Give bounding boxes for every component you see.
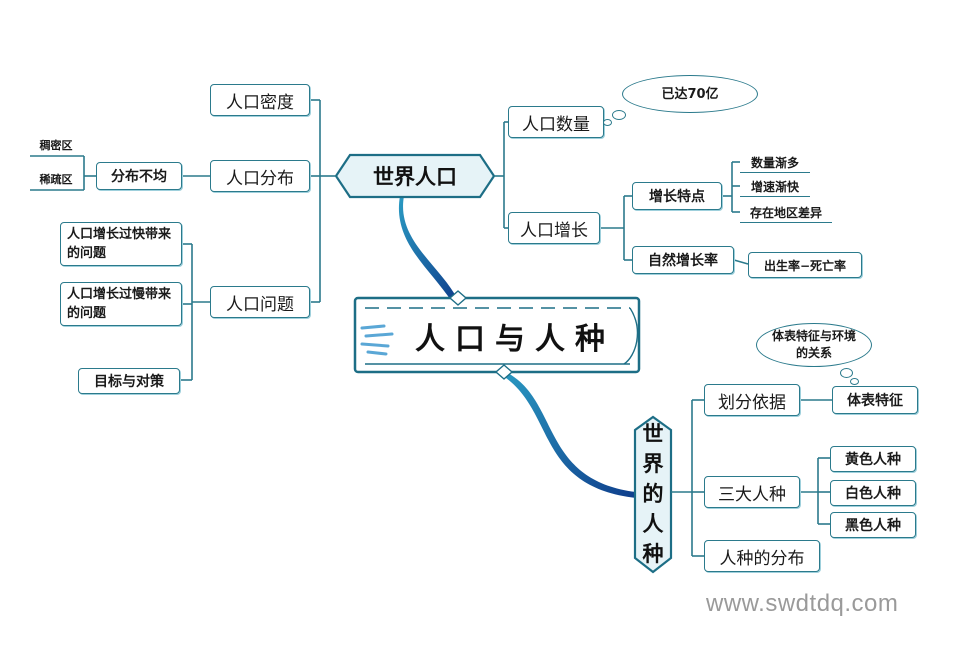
race-white: 白色人种 (830, 480, 916, 506)
node-three-races: 三大人种 (704, 476, 800, 508)
hub-world-races: 世界的人种 (642, 422, 664, 566)
problem-goals-measures: 目标与对策 (78, 368, 180, 394)
node-division-basis: 划分依据 (704, 384, 800, 416)
node-growth-formula: 出生率−死亡率 (748, 252, 862, 278)
node-population-growth: 人口增长 (508, 212, 600, 244)
underline (740, 222, 832, 223)
node-population-distribution: 人口分布 (210, 160, 310, 192)
area-dense: 稠密区 (39, 139, 73, 152)
node-population-density: 人口密度 (210, 84, 310, 116)
area-sparse: 稀疏区 (39, 173, 73, 186)
problem-too-fast: 人口增长过快带来的问题 (60, 222, 182, 266)
underline (740, 196, 810, 197)
race-black: 黑色人种 (830, 512, 916, 538)
hub-world-population: 世界人口 (373, 165, 457, 189)
node-race-distribution: 人种的分布 (704, 540, 820, 572)
note-body-environment: 体表特征与环境的关系 (756, 323, 872, 367)
node-growth-features: 增长特点 (632, 182, 722, 210)
underline (740, 172, 810, 173)
feature-item: 存在地区差异 (749, 205, 822, 220)
bubble-dot (840, 368, 853, 378)
problem-too-slow: 人口增长过慢带来的问题 (60, 282, 182, 326)
ribbon-world-races (500, 372, 636, 498)
node-population-problems: 人口问题 (210, 286, 310, 318)
center-frame (353, 290, 641, 380)
node-population-quantity: 人口数量 (508, 106, 604, 138)
ribbon-world-population (398, 196, 458, 302)
feature-item: 数量渐多 (750, 155, 799, 170)
bubble-dot (603, 119, 612, 126)
node-natural-growth-rate: 自然增长率 (632, 246, 734, 274)
hub-world-races-shape (633, 415, 673, 574)
feature-item: 增速渐快 (750, 179, 799, 194)
node-uneven-distribution: 分布不均 (96, 162, 182, 190)
center-title: 人口与人种 (415, 322, 615, 357)
bubble-dot (850, 378, 859, 385)
watermark: www.swdtdq.com (706, 590, 899, 617)
bubble-dot (612, 110, 626, 120)
race-yellow: 黄色人种 (830, 446, 916, 472)
node-body-features: 体表特征 (832, 386, 918, 414)
note-population-quantity: 已达70亿 (622, 75, 758, 113)
